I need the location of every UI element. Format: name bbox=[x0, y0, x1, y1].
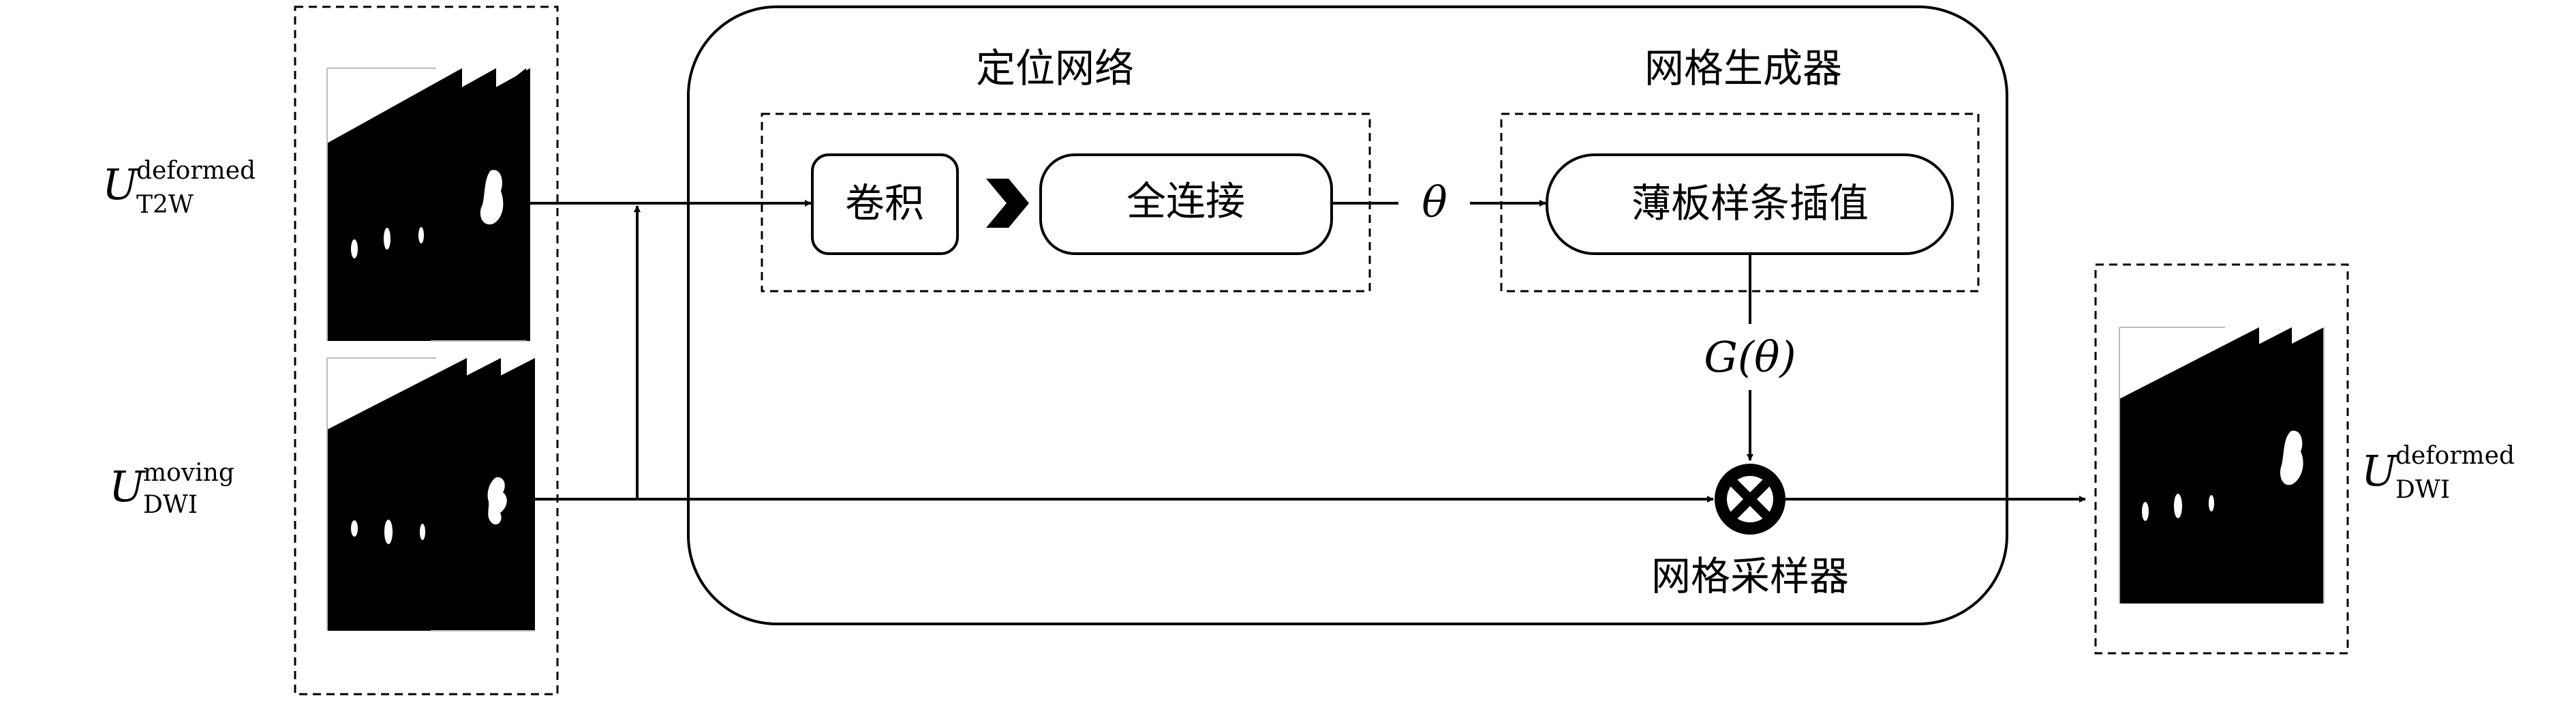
input-label-t2w: U deformed T2W bbox=[102, 157, 256, 219]
output-image-container bbox=[2094, 263, 2349, 655]
svg-text:moving: moving bbox=[143, 459, 234, 487]
grid-sampler-label: 网格采样器 bbox=[1651, 553, 1849, 599]
svg-text:deformed: deformed bbox=[2395, 442, 2515, 470]
g-theta-label: G(θ) bbox=[1704, 332, 1796, 382]
svg-text:U: U bbox=[2361, 446, 2398, 496]
localization-network-title: 定位网络 bbox=[976, 45, 1134, 91]
input-label-dwi: U moving DWI bbox=[109, 459, 234, 519]
conv-block bbox=[811, 153, 959, 255]
output-label: U deformed DWI bbox=[2361, 442, 2515, 504]
theta-label: θ bbox=[1422, 177, 1447, 227]
tps-label: 薄板样条插值 bbox=[1631, 180, 1869, 226]
dwi-image-stack bbox=[326, 357, 535, 631]
t2w-image-stack bbox=[326, 68, 530, 342]
output-image-stack bbox=[2119, 327, 2325, 603]
circled-times-icon bbox=[1715, 464, 1785, 535]
input-images-container bbox=[294, 5, 559, 696]
conv-label: 卷积 bbox=[845, 180, 924, 226]
svg-text:deformed: deformed bbox=[136, 157, 256, 185]
fc-label: 全连接 bbox=[1126, 178, 1245, 224]
svg-text:U: U bbox=[102, 160, 139, 209]
svg-text:DWI: DWI bbox=[2395, 476, 2450, 504]
chevron-right-icon bbox=[986, 179, 1029, 228]
grid-generator-title: 网格生成器 bbox=[1644, 45, 1842, 91]
svg-text:T2W: T2W bbox=[136, 191, 194, 219]
svg-text:DWI: DWI bbox=[143, 491, 198, 519]
svg-text:U: U bbox=[109, 462, 146, 511]
spatial-transformer-box bbox=[687, 5, 2008, 625]
